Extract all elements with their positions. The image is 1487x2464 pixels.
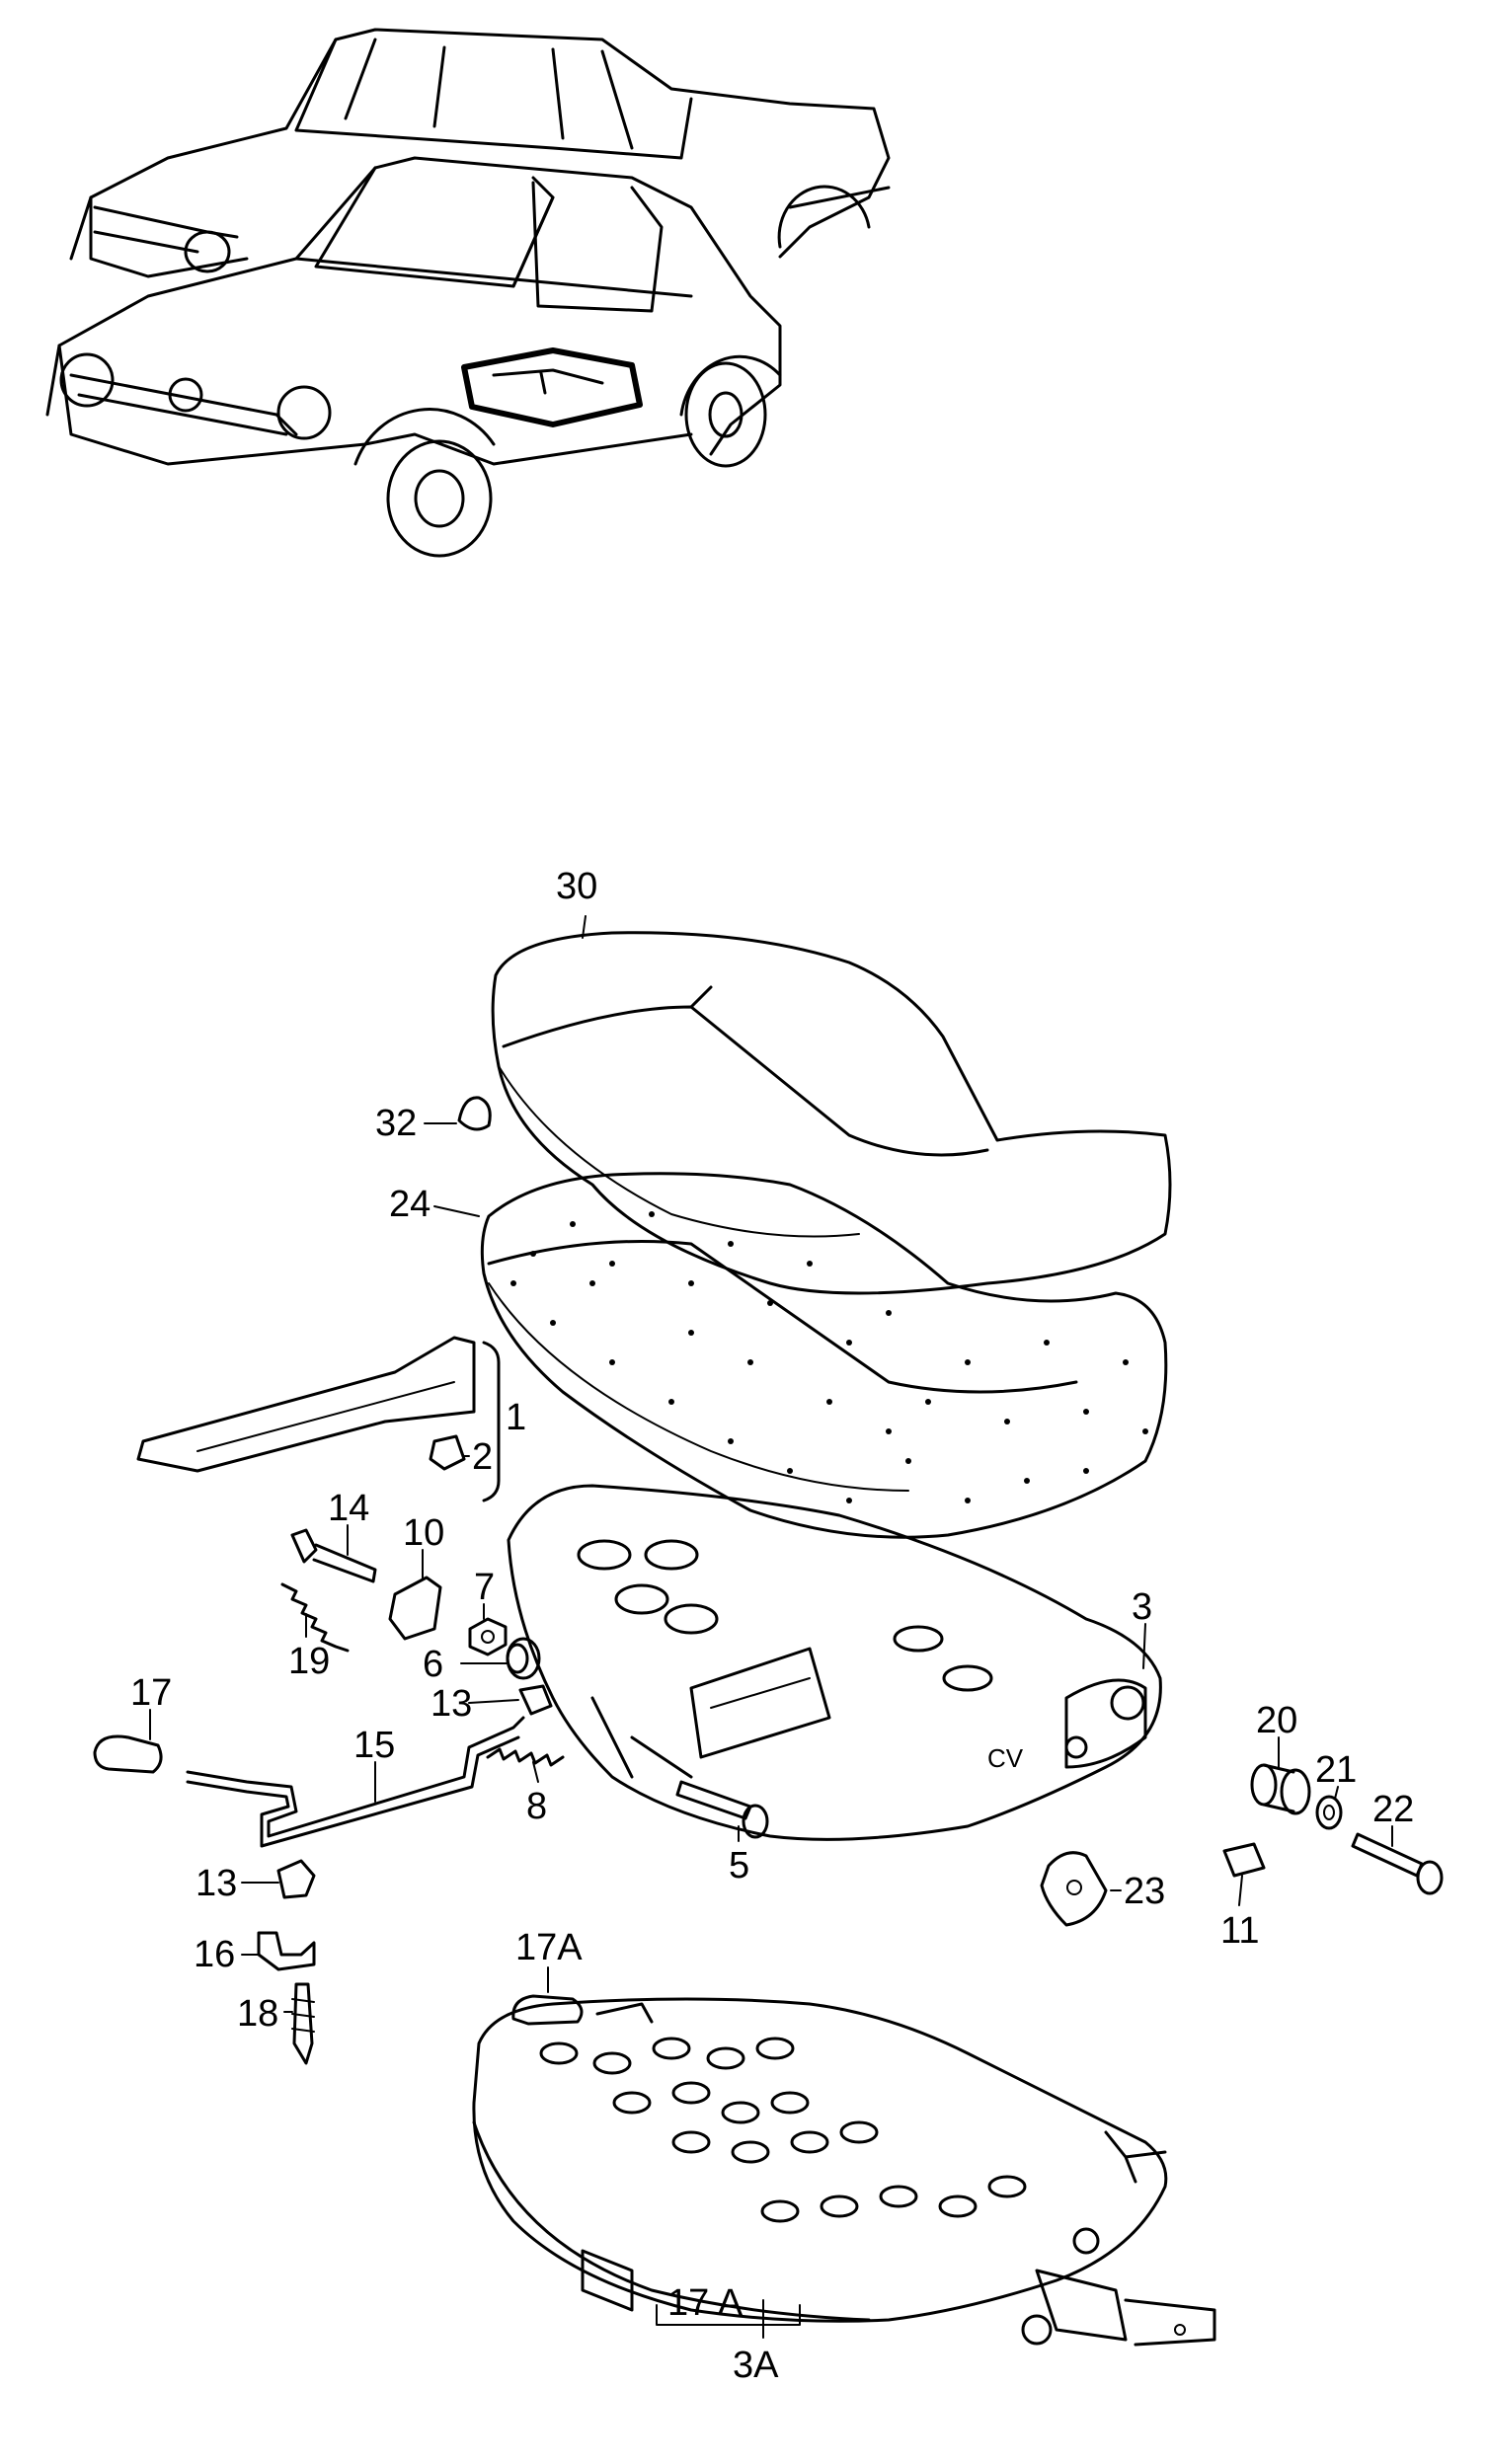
callout-17A-top: 17A: [515, 1927, 583, 1968]
vehicle-illustration: [45, 28, 891, 558]
screw-18: [291, 1982, 315, 2065]
clip-13-lower: [276, 1859, 316, 1899]
callout-7: 7: [474, 1567, 495, 1608]
callout-labels: 30 32 24 1 2 14 10 19 7 6 17 13 15 8 5 3…: [130, 866, 1414, 2386]
bolt-5: [675, 1780, 769, 1839]
clip-13-upper: [518, 1684, 553, 1716]
callout-23: 23: [1124, 1871, 1165, 1912]
clip-2: [429, 1434, 466, 1471]
callout-13-upper: 13: [430, 1683, 472, 1725]
callout-6: 6: [423, 1644, 443, 1685]
callout-19: 19: [288, 1641, 330, 1682]
callout-5: 5: [729, 1845, 749, 1886]
callout-22: 22: [1372, 1789, 1414, 1830]
callout-24: 24: [389, 1184, 430, 1225]
washer-21: [1315, 1795, 1343, 1830]
side-trim-1: [136, 1336, 501, 1502]
callout-18: 18: [237, 1993, 278, 2035]
adjuster-bar-15: [186, 1716, 525, 1848]
spring-8: [486, 1747, 565, 1767]
callout-17A-bottom: 17 A: [667, 2282, 744, 2324]
pin-14: [290, 1528, 377, 1583]
foam-texture: [510, 1211, 1148, 1503]
callout-8: 8: [526, 1786, 547, 1827]
callout-17: 17: [130, 1672, 172, 1714]
svg-text:CV: CV: [987, 1743, 1024, 1773]
handle-17A: [511, 1994, 654, 2026]
callout-21: 21: [1315, 1749, 1357, 1791]
callout-10: 10: [403, 1512, 444, 1554]
bushing-20: [1250, 1763, 1311, 1815]
callout-3: 3: [1132, 1586, 1152, 1628]
hatchback-outline: [45, 156, 782, 558]
bush-6: [506, 1637, 541, 1680]
callout-2: 2: [472, 1436, 493, 1478]
foam-pad-24: [480, 1172, 1168, 1539]
callout-13-lower: 13: [196, 1863, 237, 1904]
spring-19: [280, 1582, 350, 1653]
bracket-23: [1040, 1851, 1108, 1927]
nut-7: [468, 1617, 508, 1656]
seat-frame-assembly-3A: [472, 1997, 1216, 2347]
callout-30: 30: [556, 866, 597, 907]
callout-3A: 3A: [733, 2345, 779, 2386]
callout-1: 1: [506, 1397, 526, 1438]
bracket-16: [257, 1931, 316, 1971]
sedan-outline: [69, 28, 891, 278]
seat-cover-30: [491, 931, 1172, 1295]
clip-32: [457, 1096, 492, 1131]
callout-32: 32: [375, 1103, 417, 1144]
handle-17: [93, 1734, 163, 1774]
leader-lines: [149, 915, 1393, 2339]
callout-20: 20: [1256, 1700, 1297, 1741]
callout-11: 11: [1220, 1910, 1259, 1952]
seat-frame-3: CV: [507, 1484, 1162, 1841]
callout-16: 16: [194, 1934, 235, 1975]
bolt-22: [1351, 1832, 1444, 1895]
clip-11: [1222, 1842, 1266, 1878]
callout-14: 14: [328, 1488, 369, 1529]
callout-15: 15: [353, 1725, 395, 1766]
bracket-10: [388, 1576, 442, 1641]
